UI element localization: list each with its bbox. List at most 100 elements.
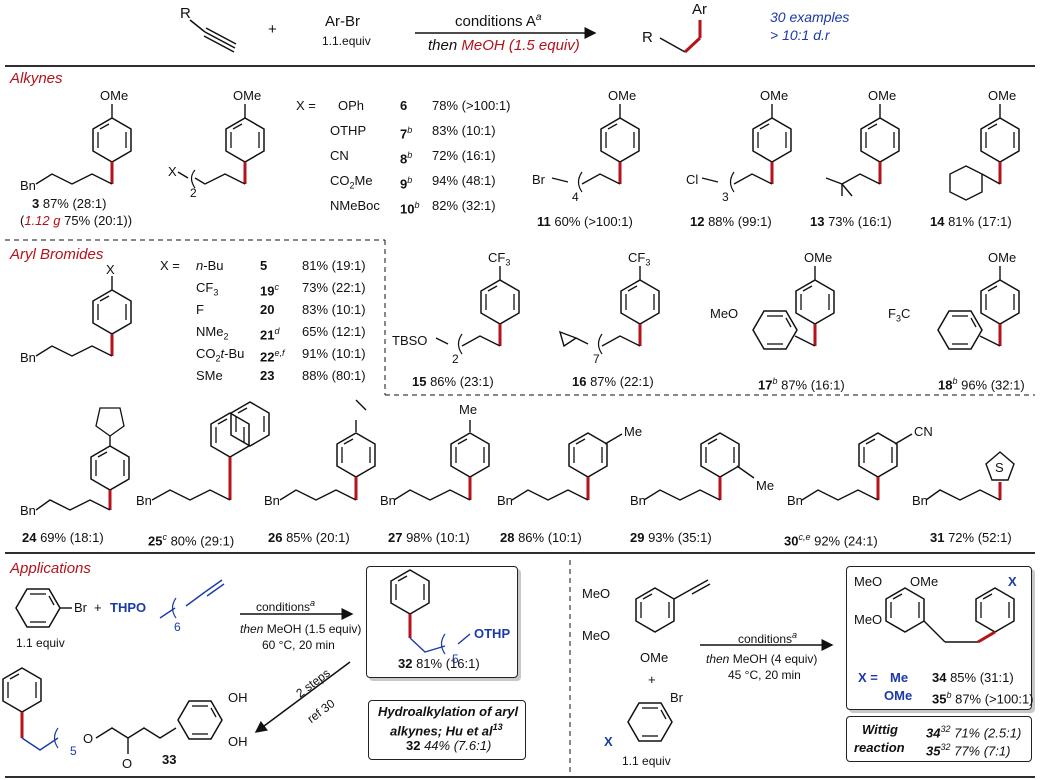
c31-bn: Bn [912, 493, 928, 508]
compound-14-structure [949, 104, 1020, 201]
header-r: R [180, 5, 191, 22]
hu-line1: Hydroalkylation of aryl [378, 704, 519, 719]
c12-ome: OMe [760, 88, 789, 103]
aryltable-num-0: 5 [260, 258, 268, 273]
xtable-prefix: X = [296, 98, 316, 113]
c12-result: 12 88% (99:1) [690, 214, 772, 229]
xtable-x-3: CO2Me [330, 173, 373, 191]
c27-bn: Bn [380, 493, 396, 508]
r-meo1: MeO [582, 586, 611, 601]
app-conditions: conditionsa [256, 598, 316, 614]
c17-meo: MeO [710, 306, 739, 321]
header-arbr-equiv: 1.1.equiv [322, 34, 371, 48]
aryltable-result-4: 91% (10:1) [302, 346, 366, 361]
p33-oh1: OH [228, 690, 248, 705]
c13-ome: OMe [868, 88, 897, 103]
p32-result: 32 81% (16:1) [398, 656, 480, 671]
c3-result: 3 87% (28:1) [32, 196, 107, 211]
aryltable-num-3: 21d [260, 326, 280, 343]
compound-30-result: 30c,e 92% (24:1) [784, 532, 878, 549]
app-br-equiv: 1.1 equiv [16, 636, 65, 650]
c16-sub: 7 [593, 352, 600, 366]
header-product-ar: Ar [692, 1, 707, 18]
hu-box [368, 700, 526, 760]
app-right-structures [627, 579, 1015, 742]
c17-result: 17b 87% (16:1) [758, 376, 845, 393]
c3-scale: (1.12 g 75% (20:1)) [20, 213, 133, 228]
p35-result: 35b 87% (>100:1) [932, 690, 1034, 707]
r-temp: 45 °C, 20 min [728, 668, 801, 682]
c16-result: 16 87% (22:1) [572, 374, 654, 389]
c25-bn: Bn [136, 493, 152, 508]
aryltable-num-4: 22e,f [260, 348, 285, 365]
aryl-x: X [106, 262, 115, 277]
aryltable-num-1: 19c [260, 282, 279, 299]
aryltable-prefix: X = [160, 258, 180, 273]
r-then: then MeOH (4 equiv) [706, 652, 818, 666]
c17-ome: OMe [804, 250, 833, 265]
c14-ome: OMe [988, 88, 1017, 103]
p33-carbonyl-o: O [122, 756, 133, 771]
compound-24-result: 24 69% (18:1) [22, 530, 104, 545]
c15-cf3: CF3 [488, 250, 511, 268]
xtable-num-4: 10b [400, 200, 420, 217]
w34-result: 3432 71% (2.5:1) [926, 724, 1022, 741]
xtable-result-1: 83% (10:1) [432, 123, 496, 138]
c27-me: Me [459, 402, 478, 417]
compound-x-structure [177, 104, 265, 189]
p33-o: O [83, 731, 94, 746]
app-then: then MeOH (1.5 equiv) [240, 622, 362, 636]
xtable-x-4: NMeBoc [330, 198, 380, 213]
xtable-num-2: 8b [400, 150, 413, 167]
xtable-result-0: 78% (>100:1) [432, 98, 511, 113]
xtable-x-1: OTHP [330, 123, 367, 138]
header-product [659, 20, 702, 54]
p32-sub5: 5 [452, 652, 459, 666]
aryltable-x-5: SMe [196, 368, 223, 383]
aryltable-result-1: 73% (22:1) [302, 280, 366, 295]
c12-sub: 3 [722, 190, 729, 204]
cx-sub: 2 [190, 186, 197, 200]
xtable-num-3: 9b [400, 175, 413, 192]
c3-bn: Bn [20, 178, 36, 193]
r-x: X [604, 734, 613, 749]
compound-13-structure [825, 104, 900, 197]
p34-meo2: MeO [854, 612, 883, 627]
compound-16-structure [558, 266, 660, 355]
product-34-35-box [846, 566, 1032, 710]
aryl-generic-structure [35, 276, 132, 357]
hu-result: 32 44% (7.6:1) [406, 738, 492, 753]
compound-27-result: 27 98% (10:1) [388, 530, 470, 545]
c30-cn: CN [914, 424, 933, 439]
header-conditions: conditions Aa [455, 12, 542, 30]
compound-17-structure [752, 266, 835, 350]
app-left-structures [2, 569, 471, 754]
c18-ome: OMe [988, 250, 1017, 265]
w35-result: 3532 77% (7:1) [926, 742, 1011, 759]
xtable-result-4: 82% (32:1) [432, 198, 496, 213]
app-br: Br [74, 600, 87, 615]
r-ome: OMe [640, 650, 669, 665]
p35-ome: OMe [884, 688, 913, 703]
reaction-label: reaction [854, 740, 905, 755]
compound-25-result: 25c 80% (29:1) [148, 532, 235, 549]
aryltable-result-0: 81% (19:1) [302, 258, 366, 273]
c30-bn: Bn [787, 493, 803, 508]
section-aryl-bromides: Aryl Bromides [10, 246, 104, 263]
r-meo2: MeO [582, 628, 611, 643]
c15-result: 15 86% (23:1) [412, 374, 494, 389]
cx-ome: OMe [233, 88, 262, 103]
p33-num: 33 [162, 752, 177, 767]
c18-f3c: F3C [888, 306, 911, 324]
header-plus: + [268, 21, 277, 38]
p33-sub5: 5 [70, 744, 77, 758]
app-thpo: THPO [110, 600, 147, 615]
c11-sub: 4 [572, 190, 579, 204]
section-applications: Applications [10, 560, 91, 577]
c16-cf3: CF3 [628, 250, 651, 268]
header-examples: 30 examples [770, 9, 850, 25]
c28-me: Me [624, 424, 643, 439]
c18-result: 18b 96% (32:1) [938, 376, 1025, 393]
aryltable-num-5: 23 [260, 368, 275, 383]
